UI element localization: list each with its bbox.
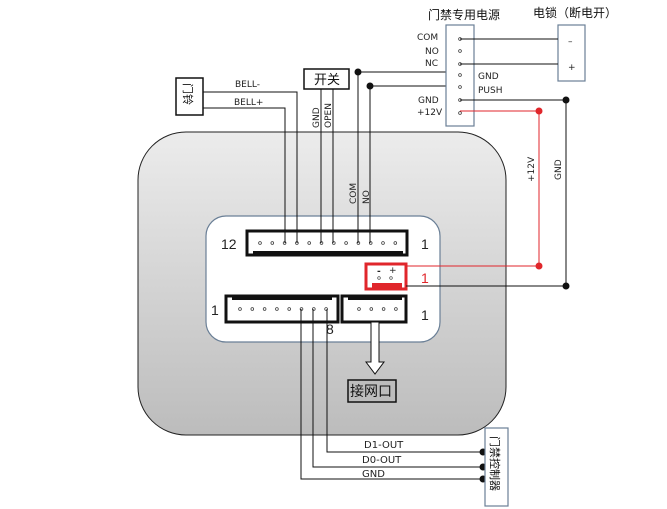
top-connector-pin [332, 241, 336, 245]
top-connector-pin [368, 241, 373, 245]
v12-junction-dot-top [535, 107, 543, 115]
bottom-right-connector-number: 1 [421, 307, 429, 323]
lock-minus-label: – [568, 37, 573, 47]
bottom-left-connector-pin [262, 307, 267, 311]
bottom-right-connector-pin [357, 307, 361, 311]
d0-out-wire [312, 309, 485, 468]
controller-gnd-label: GND [362, 469, 385, 480]
bottom-left-connector-pin [238, 307, 242, 311]
supply-no-label: NO [425, 47, 439, 57]
lock-title: 电锁（断电开） [533, 5, 617, 20]
controller-gnd-wire [300, 309, 485, 480]
top-connector-pin [344, 241, 348, 245]
supply-push-label: PUSH [478, 86, 503, 96]
bell-minus-label: BELL- [235, 80, 260, 90]
supply-gnd-right-label: GND [478, 72, 499, 82]
power-minus-label: - [377, 267, 381, 277]
network-label: 接网口 [350, 383, 392, 400]
power-supply-terminal [458, 49, 462, 53]
supply-12v-wire [406, 110, 540, 267]
bottom-left-connector-pin [275, 307, 279, 311]
bottom-left-connector-right-number: 8 [326, 321, 334, 337]
top-connector-pin [307, 241, 311, 245]
d1-out-wire [326, 309, 485, 453]
d1-out-label: D1-OUT [364, 440, 404, 451]
network-box [347, 379, 397, 403]
switch-gnd-label: GND [312, 107, 322, 128]
switch-label: 开关 [314, 73, 340, 88]
top-connector-pin [258, 241, 262, 245]
bottom-left-connector [224, 294, 340, 324]
gnd-wire-label: GND [554, 159, 564, 180]
switch-open-label: OPEN [324, 103, 334, 128]
power-supply-terminal [458, 85, 462, 89]
bottom-left-connector-pin [250, 307, 255, 311]
top-connector-pin [270, 241, 275, 245]
supply-nc-label: NC [425, 59, 438, 69]
power-supply-title: 门禁专用电源 [428, 7, 500, 22]
doorbell-label: 门铃 [181, 83, 195, 105]
controller-label: 门禁控制器 [488, 436, 502, 491]
top-connector-pin [381, 241, 385, 245]
lock-plus-label: + [568, 63, 576, 73]
gnd-junction-dot-top [562, 96, 570, 104]
bell-plus-wire [203, 107, 286, 243]
bottom-right-connector-pin [394, 307, 398, 311]
power-supply-terminal [458, 73, 462, 77]
bottom-right-connector-pin [369, 307, 374, 311]
switch-box [303, 68, 350, 90]
top-connector-pin [393, 241, 398, 245]
bottom-left-connector-pin [312, 307, 316, 311]
relay-com-label: COM [349, 183, 359, 204]
bell-plus-label: BELL+ [234, 98, 263, 108]
power-plus-label: + [389, 266, 397, 276]
v12-junction-dot-bottom [535, 262, 543, 270]
doorbell-box [175, 77, 204, 116]
power-supply-terminal [458, 111, 462, 115]
power-connector-number: 1 [421, 270, 429, 286]
top-connector [245, 229, 409, 257]
bottom-right-connector [340, 294, 408, 324]
supply-12v-label: +12V [417, 108, 443, 118]
bottom-right-connector-pin [381, 307, 386, 311]
controller-box [484, 427, 509, 507]
supply-gnd-label: GND [418, 96, 439, 106]
supply-gnd-wire [406, 99, 567, 287]
bell-minus-wire [203, 91, 298, 243]
gnd-junction-dot-bottom [562, 282, 570, 290]
power-supply-box [445, 24, 475, 127]
supply-com-label: COM [417, 33, 438, 43]
d0-out-label: D0-OUT [362, 455, 402, 466]
top-connector-left-number: 12 [221, 236, 237, 252]
bottom-left-connector-left-number: 1 [211, 302, 219, 318]
relay-no-label: NO [362, 190, 372, 204]
lock-box [557, 24, 586, 82]
bottom-left-connector-pin [287, 307, 291, 311]
top-connector-right-number: 1 [421, 236, 429, 252]
v12-wire-label: +12V [527, 156, 537, 182]
power-connector: - + [364, 262, 408, 291]
network-arrow [365, 321, 385, 375]
